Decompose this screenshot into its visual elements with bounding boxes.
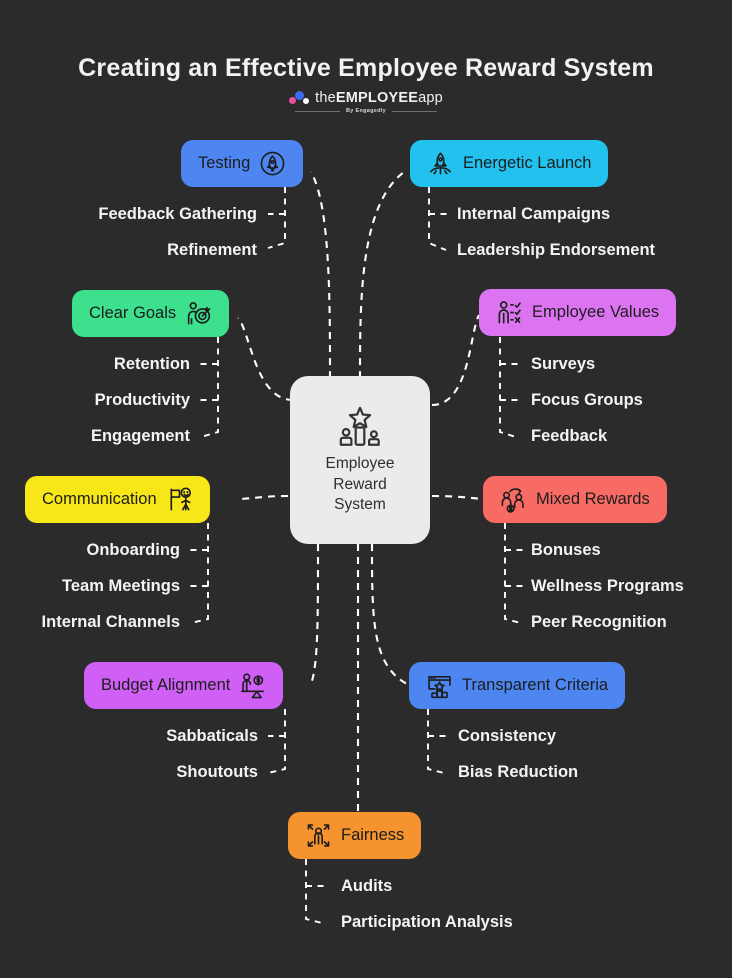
- link-transparent-leaves: [427, 709, 445, 774]
- leaf-energetic-launch-2: Leadership Endorsement: [457, 241, 656, 259]
- rocket-launch-icon: [430, 152, 451, 175]
- link-center-testing: [310, 171, 332, 379]
- leaf-mixed-rewards-1: Bonuses: [531, 541, 601, 559]
- link-center-mixed-rewards: [431, 494, 485, 501]
- link-center-communication: [239, 494, 289, 501]
- leaf-clear-goals-2: Productivity: [94, 391, 190, 409]
- link-testing-leaves: [267, 187, 286, 249]
- link-center-budget-alignment: [310, 543, 320, 685]
- branch-pill-fairness[interactable]: Fairness: [288, 812, 422, 859]
- branch-label-employee-values: Employee Values: [532, 303, 660, 322]
- person-expand-arrows-icon: [307, 824, 330, 847]
- link-center-transparent-criteria: [370, 543, 408, 685]
- branch-pill-budget-alignment[interactable]: Budget Alignment: [84, 662, 284, 709]
- branch-label-budget-alignment: Budget Alignment: [101, 676, 231, 695]
- balance-scale-money-icon: [241, 673, 265, 699]
- brand-logo: theEMPLOYEEapp By Engagedly: [0, 90, 732, 114]
- branch-pill-mixed-rewards[interactable]: Mixed Rewards: [483, 476, 667, 523]
- leaf-employee-values-2: Focus Groups: [531, 391, 643, 409]
- branch-pill-energetic-launch[interactable]: Energetic Launch: [410, 140, 609, 187]
- link-center-energetic-launch: [358, 171, 405, 379]
- link-employee-values-leaves: [499, 337, 517, 438]
- logo-tagline: By Engagedly: [346, 108, 386, 114]
- branch-label-clear-goals: Clear Goals: [89, 304, 177, 323]
- leaf-testing-2: Refinement: [167, 241, 257, 259]
- leaf-employee-values-1: Surveys: [531, 355, 596, 373]
- presentation-person-icon: [170, 487, 191, 511]
- branch-pill-transparent-criteria[interactable]: Transparent Criteria: [409, 662, 626, 709]
- link-communication-leaves: [190, 523, 209, 624]
- leaf-communication-2: Team Meetings: [62, 577, 180, 595]
- leaf-mixed-rewards-3: Peer Recognition: [531, 613, 667, 631]
- logo-dots-icon: [289, 91, 310, 105]
- branch-pill-communication[interactable]: Communication: [25, 476, 210, 523]
- leaf-fairness-1: Audits: [341, 877, 393, 895]
- leaf-mixed-rewards-2: Wellness Programs: [531, 577, 684, 595]
- leaf-budget-alignment-2: Shoutouts: [176, 763, 258, 781]
- leaf-transparent-criteria-2: Bias Reduction: [458, 763, 579, 781]
- link-center-employee-values: [431, 314, 480, 407]
- link-mixed-rewards-leaves: [504, 523, 522, 624]
- page-title: Creating an Effective Employee Reward Sy…: [78, 54, 654, 82]
- leaf-communication-1: Onboarding: [86, 541, 181, 559]
- person-target-icon: [187, 302, 211, 325]
- leaf-clear-goals-1: Retention: [113, 355, 190, 373]
- logo-wordmark: theEMPLOYEEapp: [315, 90, 443, 106]
- leaf-budget-alignment-1: Sabbaticals: [166, 727, 258, 745]
- branch-pill-clear-goals[interactable]: Clear Goals: [72, 290, 230, 337]
- leaf-communication-3: Internal Channels: [41, 613, 180, 631]
- leaf-fairness-2: Participation Analysis: [341, 913, 513, 931]
- branch-pill-testing[interactable]: Testing: [181, 140, 304, 187]
- link-fairness-leaves: [305, 859, 323, 924]
- leaf-employee-values-3: Feedback: [531, 427, 608, 445]
- people-exchange-money-icon: [501, 488, 524, 513]
- branch-pill-employee-values[interactable]: Employee Values: [479, 289, 677, 336]
- branch-label-testing: Testing: [198, 154, 251, 173]
- link-budget-leaves: [267, 709, 286, 774]
- link-energetic-leaves: [428, 187, 447, 251]
- podium-star-icon: [339, 407, 380, 447]
- branch-label-communication: Communication: [42, 490, 157, 509]
- link-center-clear-goals: [237, 317, 294, 402]
- center-node[interactable]: Employee Reward System: [290, 376, 430, 544]
- leaf-transparent-criteria-1: Consistency: [458, 727, 557, 745]
- logo-rule-right: [392, 110, 438, 112]
- branch-label-fairness: Fairness: [341, 826, 405, 845]
- logo-rule-left: [295, 110, 341, 112]
- rocket-circle-icon: [260, 151, 285, 176]
- branch-label-energetic-launch: Energetic Launch: [463, 154, 592, 173]
- leaf-testing-1: Feedback Gathering: [98, 205, 257, 223]
- branch-label-transparent-criteria: Transparent Criteria: [462, 676, 609, 695]
- leaf-clear-goals-3: Engagement: [90, 427, 190, 445]
- browser-podium-icon: [428, 676, 451, 699]
- leaf-energetic-launch-1: Internal Campaigns: [457, 205, 611, 223]
- center-node-label: Employee Reward System: [325, 455, 395, 514]
- person-checklist-icon: [498, 301, 521, 324]
- branch-label-mixed-rewards: Mixed Rewards: [536, 490, 650, 509]
- logo-tagline-row: By Engagedly: [295, 108, 438, 114]
- link-clear-goals-leaves: [200, 337, 219, 438]
